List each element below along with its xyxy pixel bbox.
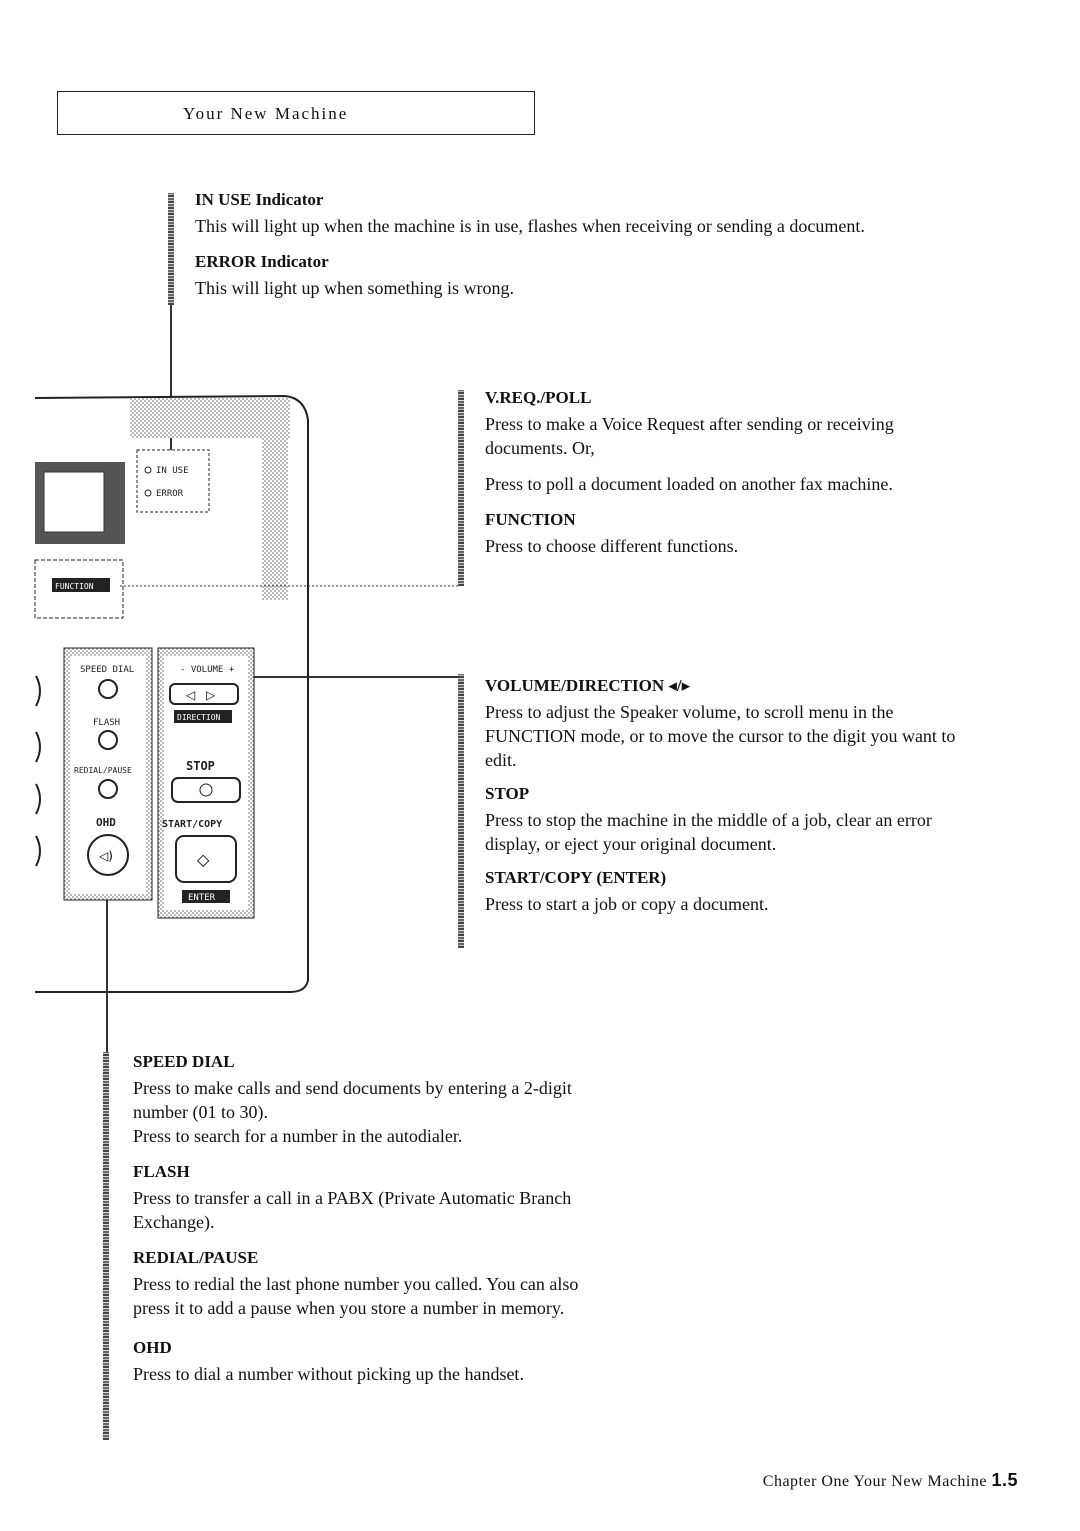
header-box [57, 91, 535, 135]
callout-bar-top [168, 193, 174, 305]
footer-text: Chapter One Your New Machine [762, 1473, 987, 1490]
flash-heading: FLASH [133, 1162, 190, 1181]
right-arrow-icon: ▷ [206, 688, 216, 702]
ohd-label: OHD [96, 816, 116, 829]
left-arrow-icon: ◁ [185, 688, 195, 702]
function-label: FUNCTION [55, 582, 94, 591]
start-icon: ◇ [197, 850, 210, 869]
vreq-heading: V.REQ./POLL [485, 388, 592, 407]
flash-label: FLASH [93, 718, 120, 728]
speaker-icon: ◁) [98, 849, 113, 863]
keypad-descriptions: SPEED DIAL Press to make calls and send … [133, 1052, 583, 1396]
redial-heading: REDIAL/PAUSE [133, 1248, 259, 1267]
speed-dial-button[interactable] [98, 679, 118, 699]
stop-label: STOP [186, 759, 215, 773]
enter-badge [182, 890, 230, 903]
redial-text: Press to redial the last phone number yo… [133, 1274, 579, 1318]
start-copy-button[interactable] [175, 835, 237, 883]
speed-dial-text-2: Press to search for a number in the auto… [133, 1126, 463, 1146]
in-use-heading: IN USE Indicator [195, 190, 324, 209]
flash-text: Press to transfer a call in a PABX (Priv… [133, 1188, 572, 1232]
function-heading: FUNCTION [485, 510, 576, 529]
function-text: Press to choose different functions. [485, 536, 739, 556]
function-button[interactable] [52, 578, 110, 592]
leader-line-bottom [106, 898, 108, 1053]
error-label: ERROR [156, 489, 184, 499]
fax-panel-illustration: IN USE ERROR FUNCTION SPEED DIAL FLASH R… [34, 394, 460, 993]
in-use-label: IN USE [156, 466, 189, 476]
panel-shading-side [262, 400, 288, 600]
edge-curve-1 [35, 675, 41, 707]
speed-dial-heading: SPEED DIAL [133, 1052, 235, 1071]
error-heading: ERROR Indicator [195, 252, 329, 271]
callout-bar-bottom [103, 1052, 109, 1440]
volume-heading: VOLUME/DIRECTION ◂/▸ [485, 676, 691, 695]
volume-label: - VOLUME + [180, 665, 235, 675]
leader-line-volume [254, 676, 459, 678]
startcopy-text: Press to start a job or copy a document. [485, 894, 769, 914]
volume-buttons[interactable] [169, 683, 239, 705]
startcopy-heading: START/COPY (ENTER) [485, 868, 667, 887]
edge-curve-4 [35, 835, 41, 867]
flash-button[interactable] [98, 730, 118, 750]
volume-text: Press to adjust the Speaker volume, to s… [485, 702, 956, 770]
speed-dial-text-1: Press to make calls and send documents b… [133, 1078, 572, 1122]
header-title: Your New Machine [183, 104, 349, 123]
redial-label: REDIAL/PAUSE [74, 766, 132, 775]
indicator-box [136, 449, 210, 513]
ohd-heading: OHD [133, 1338, 172, 1357]
stop-button[interactable] [171, 777, 241, 803]
indicator-descriptions: IN USE Indicator This will light up when… [195, 190, 995, 310]
display-screen [43, 471, 105, 533]
in-use-text: This will light up when the machine is i… [195, 216, 865, 236]
stop-icon [199, 783, 213, 797]
edge-curve-2 [35, 731, 41, 763]
speed-dial-label: SPEED DIAL [80, 665, 134, 675]
direction-label: DIRECTION [177, 713, 221, 722]
stop-heading: STOP [485, 784, 530, 803]
vreq-text-1: Press to make a Voice Request after send… [485, 414, 894, 458]
ohd-text: Press to dial a number without picking u… [133, 1364, 524, 1384]
callout-bar-function [458, 390, 464, 586]
callout-bar-volume [458, 674, 464, 948]
leader-line-indicators [170, 305, 172, 465]
start-copy-label: START/COPY [162, 819, 222, 830]
stop-text: Press to stop the machine in the middle … [485, 810, 932, 854]
page-footer: Chapter One Your New Machine 1.5 [763, 1470, 1018, 1491]
redial-button[interactable] [98, 779, 118, 799]
function-descriptions: V.REQ./POLL Press to make a Voice Reques… [485, 388, 975, 558]
panel-outline [34, 394, 309, 993]
direction-badge [174, 710, 232, 723]
control-descriptions: VOLUME/DIRECTION ◂/▸ Press to adjust the… [485, 676, 975, 926]
error-text: This will light up when something is wro… [195, 278, 514, 298]
ohd-button[interactable] [87, 834, 129, 876]
in-use-led-icon [144, 466, 152, 474]
enter-label: ENTER [188, 893, 216, 903]
page-number: 1.5 [991, 1470, 1018, 1490]
vreq-text-2: Press to poll a document loaded on anoth… [485, 474, 893, 494]
error-led-icon [144, 489, 152, 497]
edge-curve-3 [35, 783, 41, 815]
